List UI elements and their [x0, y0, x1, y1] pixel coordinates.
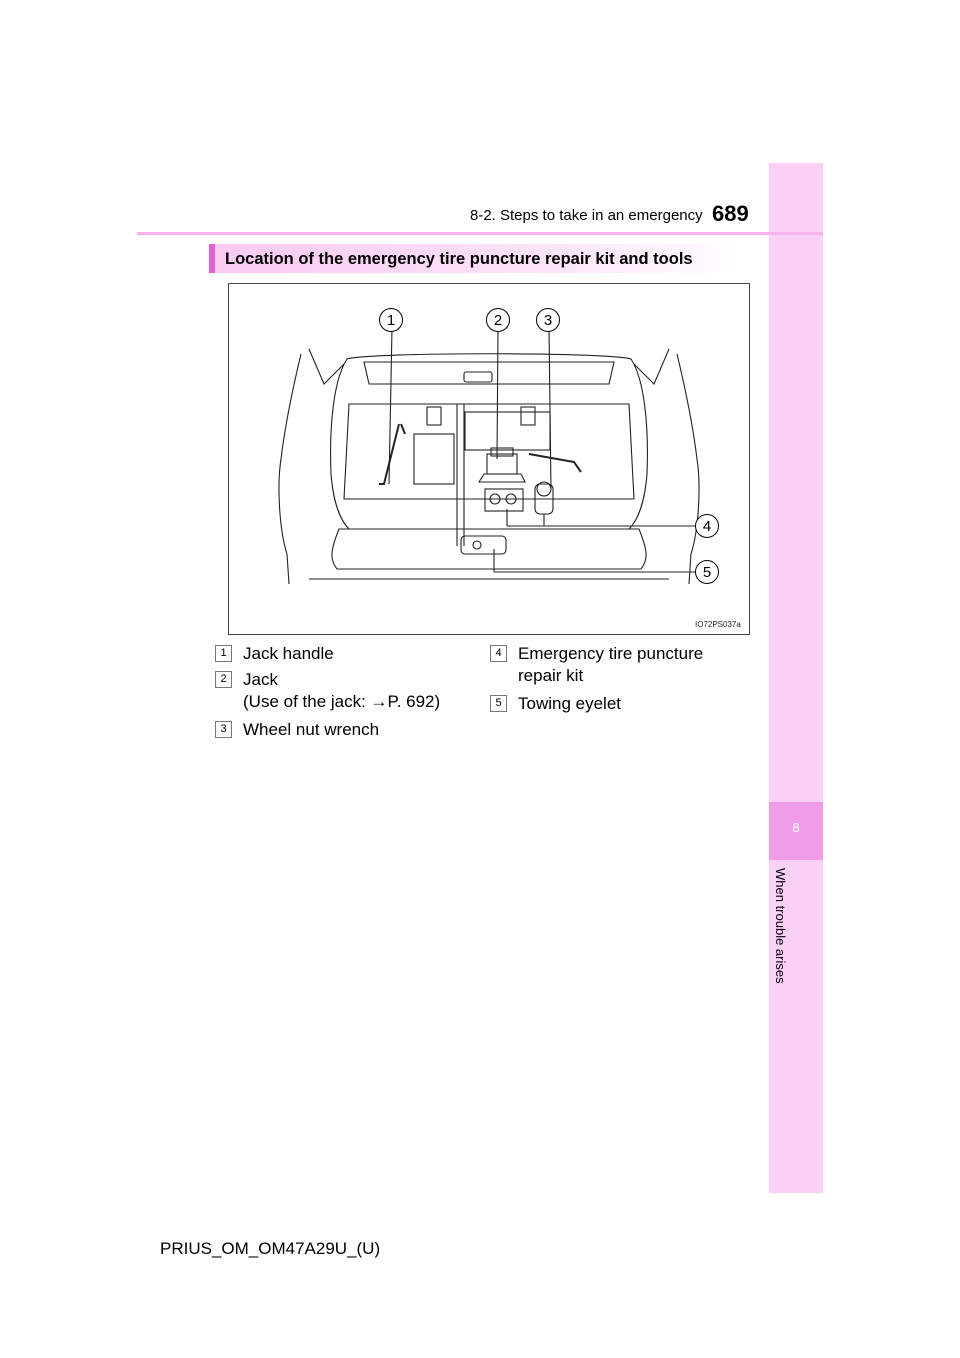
legend-text: (Use of the jack: →P. 692): [243, 692, 441, 711]
trunk-illustration: IO72PS037a: [228, 283, 750, 635]
chapter-number-tab: [769, 802, 823, 860]
chapter-side-tab: [769, 163, 823, 1193]
legend-number: 4: [490, 645, 507, 662]
document-id: PRIUS_OM_OM47A29U_(U): [160, 1239, 381, 1258]
section-title-accent: [209, 244, 215, 273]
section-header: 8-2. Steps to take in an emergency: [470, 207, 703, 224]
legend-number: 2: [215, 671, 232, 688]
legend-number: 5: [490, 695, 507, 712]
car-trunk-drawing: IO72PS037a: [278, 327, 741, 629]
header-rule: [137, 232, 823, 235]
legend-text: Towing eyelet: [518, 694, 622, 713]
page-number: 689: [712, 201, 749, 226]
legend-text: Jack handle: [243, 644, 334, 663]
figure-code: IO72PS037a: [695, 620, 741, 629]
chapter-number: 8: [792, 820, 800, 835]
legend-text: repair kit: [518, 666, 584, 685]
section-title: Location of the emergency tire puncture …: [225, 250, 693, 268]
section-title-box: [209, 244, 750, 273]
legend-text: Emergency tire puncture: [518, 644, 704, 663]
legend-text: Jack: [243, 670, 278, 689]
legend-number: 1: [215, 645, 232, 662]
legend-text: Wheel nut wrench: [243, 720, 380, 739]
legend-number: 3: [215, 721, 232, 738]
chapter-title: When trouble arises: [773, 868, 788, 984]
